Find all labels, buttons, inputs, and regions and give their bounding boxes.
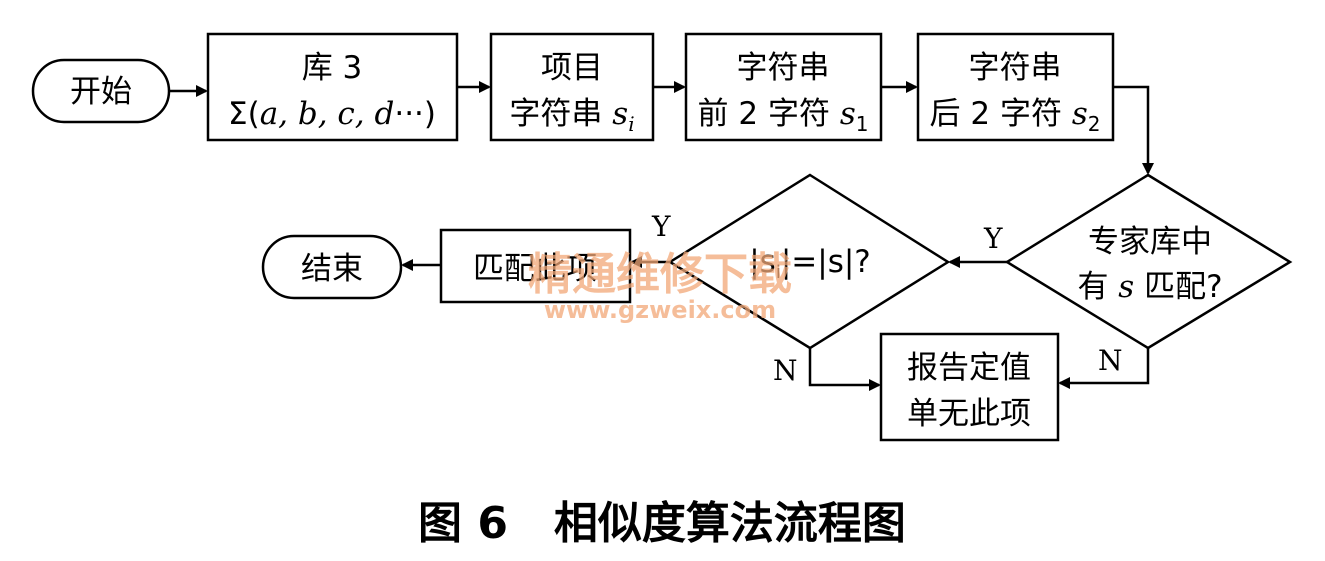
first-two-chars-line1: 字符串 xyxy=(737,50,830,86)
start-label: 开始 xyxy=(70,74,132,110)
last-two-chars-box: 字符串 后 2 字符 s2 xyxy=(916,32,1115,142)
library3-title: 库 3 xyxy=(302,50,363,86)
figure-caption: 图 6 相似度算法流程图 xyxy=(418,498,906,549)
expert-match-decision: 专家库中 有 s 匹配? xyxy=(1004,173,1293,350)
item-string-box: 项目 字符串 si xyxy=(489,32,655,142)
watermark: 精通维修下载 www.gzweix.com xyxy=(528,249,792,324)
first-two-chars-box: 字符串 前 2 字符 s1 xyxy=(684,32,883,142)
report-box: 报告定值 单无此项 xyxy=(879,332,1060,442)
edge-label-length-no: N xyxy=(773,354,798,387)
item-string-line2: 字符串 si xyxy=(509,96,634,136)
library3-sum-expression: Σ(a, b, c, d···) xyxy=(228,96,436,132)
end-label: 结束 xyxy=(301,251,363,287)
first-two-chars-line2: 前 2 字符 s1 xyxy=(698,96,869,136)
start-node: 开始 xyxy=(31,58,171,124)
watermark-url: www.gzweix.com xyxy=(544,296,776,324)
last-two-chars-line1: 字符串 xyxy=(969,50,1062,86)
edge-last2-to-expert-match xyxy=(1113,85,1154,175)
edge-expert-no-to-report xyxy=(1058,348,1150,389)
last-two-chars-line2: 后 2 字符 s2 xyxy=(930,96,1101,136)
expert-match-line2: 有 s 匹配? xyxy=(1077,269,1222,305)
edge-label-length-yes: Y xyxy=(651,210,671,243)
length-equal-label: |si|=|s|? xyxy=(749,244,871,283)
edge-length-no-to-report xyxy=(808,348,881,391)
report-line1: 报告定值 xyxy=(907,350,1031,386)
library3-box: 库 3 Σ(a, b, c, d···) xyxy=(206,32,459,142)
edge-label-expert-yes: Y xyxy=(983,222,1003,255)
expert-match-line1: 专家库中 xyxy=(1088,224,1212,260)
match-item-box: 匹配此项 xyxy=(439,228,632,304)
match-item-label: 匹配此项 xyxy=(473,251,597,287)
edge-label-expert-no: N xyxy=(1098,344,1123,377)
report-line2: 单无此项 xyxy=(907,396,1031,432)
item-string-line1: 项目 xyxy=(541,50,603,86)
watermark-title: 精通维修下载 xyxy=(528,249,792,300)
end-node: 结束 xyxy=(261,234,403,300)
